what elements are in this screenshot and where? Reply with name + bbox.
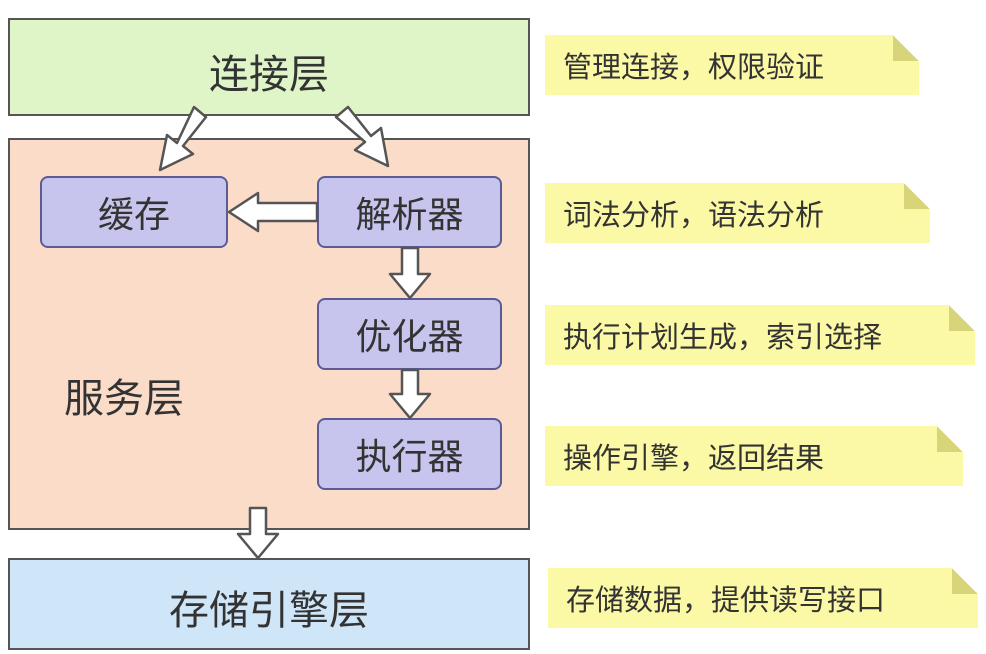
arrow-connection-to-cache (158, 105, 208, 172)
note-optimizer: 执行计划生成，索引选择 (545, 305, 975, 365)
optimizer-module: 优化器 (317, 298, 502, 370)
note-optimizer-text: 执行计划生成，索引选择 (563, 320, 883, 354)
note-connection-text: 管理连接，权限验证 (563, 50, 825, 84)
note-executor-text: 操作引擎，返回结果 (563, 441, 825, 475)
note-fold-icon (949, 305, 975, 331)
storage-engine-layer-title: 存储引擎层 (169, 588, 369, 634)
note-parser-text: 词法分析，语法分析 (563, 198, 825, 232)
connection-layer-title: 连接层 (209, 52, 329, 98)
note-fold-icon (952, 568, 978, 594)
executor-module: 执行器 (317, 418, 502, 490)
note-fold-icon (937, 426, 963, 452)
storage-engine-layer: 存储引擎层 (8, 558, 530, 650)
arrow-connection-to-parser (334, 105, 390, 168)
note-parser: 词法分析，语法分析 (545, 183, 930, 243)
connection-layer: 连接层 (8, 18, 530, 116)
note-storage: 存储数据，提供读写接口 (548, 568, 978, 628)
arrow-service-to-storage (236, 506, 280, 560)
arrow-parser-to-optimizer (388, 246, 432, 300)
note-fold-icon (893, 35, 919, 61)
note-connection: 管理连接，权限验证 (545, 35, 919, 95)
arrow-parser-to-cache (227, 191, 319, 233)
note-fold-icon (904, 183, 930, 209)
cache-module: 缓存 (40, 176, 228, 248)
arrow-optimizer-to-executor (388, 368, 432, 420)
parser-module: 解析器 (317, 176, 502, 248)
note-executor: 操作引擎，返回结果 (545, 426, 963, 486)
service-layer-title: 服务层 (64, 376, 184, 422)
note-storage-text: 存储数据，提供读写接口 (566, 583, 886, 617)
